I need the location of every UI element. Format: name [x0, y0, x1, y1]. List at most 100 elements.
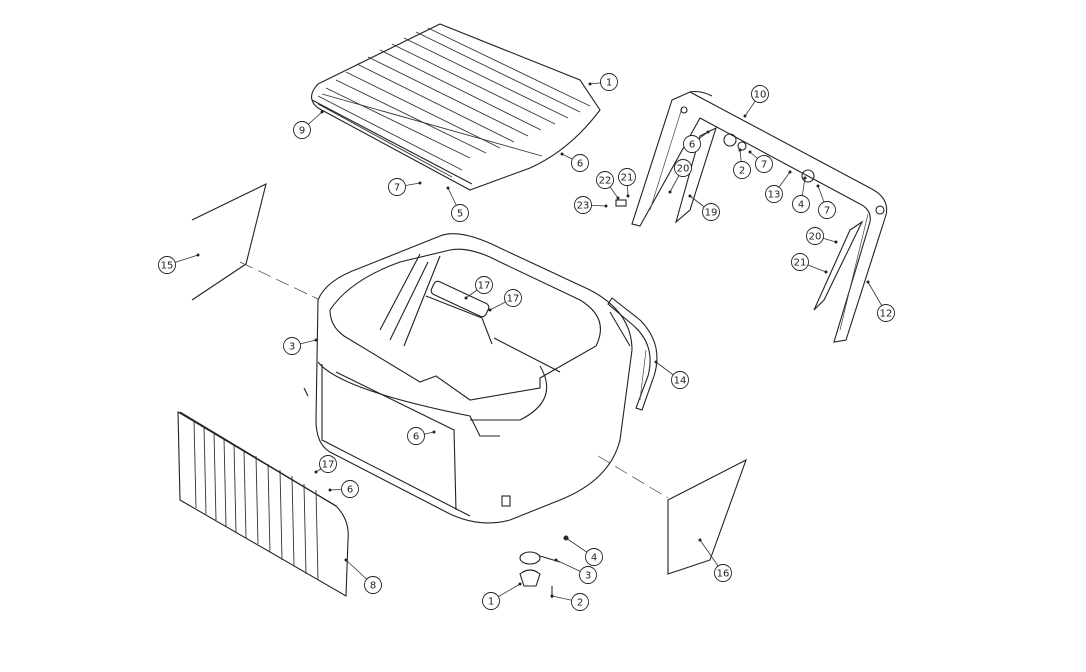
callout-balloon — [571, 154, 589, 172]
leader-dot — [803, 176, 807, 180]
left-side-window — [191, 182, 321, 301]
callout-number: 12 — [880, 309, 893, 320]
leader-dot — [748, 150, 752, 154]
callout-number: 8 — [370, 581, 376, 592]
leader-dot — [554, 558, 558, 562]
callout-number: 2 — [739, 166, 745, 177]
callout-number: 19 — [705, 208, 718, 219]
callout-balloon — [293, 121, 311, 139]
callout-number: 10 — [754, 90, 767, 101]
callout-14: 22 — [596, 171, 620, 200]
callout-18: 21 — [791, 253, 828, 274]
callout-33: 16 — [698, 538, 732, 582]
callout-0: 1 — [588, 73, 618, 91]
callout-number: 21 — [794, 258, 807, 269]
callout-25: 6 — [407, 427, 436, 445]
callout-balloon — [755, 155, 773, 173]
callout-number: 14 — [674, 376, 687, 387]
callout-number: 6 — [577, 159, 583, 170]
callout-21: 17 — [464, 276, 493, 300]
callout-number: 1 — [606, 78, 612, 89]
callout-balloon — [504, 289, 522, 307]
edge-seal — [607, 297, 658, 411]
leader-dot — [560, 152, 564, 156]
callout-number: 22 — [599, 176, 612, 187]
leader-dot — [834, 240, 838, 244]
callout-balloon — [158, 256, 176, 274]
callout-number: 16 — [717, 569, 730, 580]
callout-balloon — [283, 337, 301, 355]
callout-balloon — [791, 253, 809, 271]
callout-balloon — [877, 304, 895, 322]
callout-10: 4 — [792, 176, 810, 213]
leader-dot — [314, 470, 318, 474]
callout-number: 13 — [768, 190, 781, 201]
callout-number: 6 — [347, 485, 353, 496]
callout-number: 17 — [322, 460, 335, 471]
leader-dot — [738, 148, 742, 152]
callout-balloon — [792, 195, 810, 213]
callout-balloon — [765, 185, 783, 203]
leader-dot — [314, 338, 318, 342]
callout-number: 7 — [824, 206, 830, 217]
callout-number: 5 — [457, 209, 463, 220]
leader-dot — [464, 296, 468, 300]
leader-dot — [588, 82, 592, 86]
callout-15: 23 — [574, 196, 608, 214]
leader-dot — [432, 430, 436, 434]
callout-balloon — [733, 161, 751, 179]
callout-balloon — [702, 203, 720, 221]
callout-28: 8 — [344, 558, 382, 594]
callout-8: 2 — [733, 148, 751, 179]
leader-dot — [743, 114, 747, 118]
callout-number: 1 — [488, 597, 494, 608]
leader-dot — [788, 170, 792, 174]
callout-number: 17 — [478, 281, 491, 292]
callout-4: 5 — [446, 186, 469, 222]
leader-dot — [706, 130, 710, 134]
callout-1: 9 — [293, 110, 324, 139]
callout-2: 6 — [560, 152, 589, 172]
right-side-window — [597, 455, 747, 575]
callout-5: 10 — [743, 85, 769, 118]
callout-balloon — [585, 548, 603, 566]
callout-number: 21 — [621, 173, 634, 184]
leader-dot — [816, 184, 820, 188]
leader-dot — [688, 194, 692, 198]
callout-17: 20 — [806, 227, 838, 245]
callout-30: 3 — [554, 558, 597, 584]
callout-number: 4 — [798, 200, 804, 211]
callout-29: 4 — [564, 536, 603, 566]
leader-dot — [344, 558, 348, 562]
callout-27: 6 — [328, 480, 359, 498]
rear-frame — [615, 90, 888, 343]
callout-32: 2 — [550, 593, 589, 611]
callout-number: 2 — [577, 598, 583, 609]
callout-number: 9 — [299, 126, 305, 137]
callout-balloon — [818, 201, 836, 219]
callout-balloon — [451, 204, 469, 222]
callout-6: 6 — [683, 130, 710, 153]
callout-26: 17 — [314, 455, 337, 474]
callout-balloon — [671, 371, 689, 389]
callout-balloon — [714, 564, 732, 582]
leader-dot — [518, 582, 522, 586]
callout-number: 3 — [585, 571, 591, 582]
callout-31: 1 — [482, 582, 522, 610]
callout-24: 14 — [654, 360, 689, 389]
leader-dot — [616, 196, 620, 200]
callout-7: 7 — [748, 150, 773, 173]
callout-balloon — [388, 178, 406, 196]
callout-19: 12 — [866, 280, 895, 322]
callout-balloon — [674, 159, 692, 177]
callout-balloon — [683, 135, 701, 153]
latch-assembly — [519, 535, 569, 598]
callout-balloon — [407, 427, 425, 445]
leader-dot — [196, 253, 200, 257]
leader-dot — [668, 190, 672, 194]
callout-number: 6 — [689, 140, 695, 151]
callout-number: 20 — [677, 164, 690, 175]
callout-16: 19 — [688, 194, 720, 221]
callout-labels: 1967510672134720212223192021121517173146… — [158, 73, 895, 611]
